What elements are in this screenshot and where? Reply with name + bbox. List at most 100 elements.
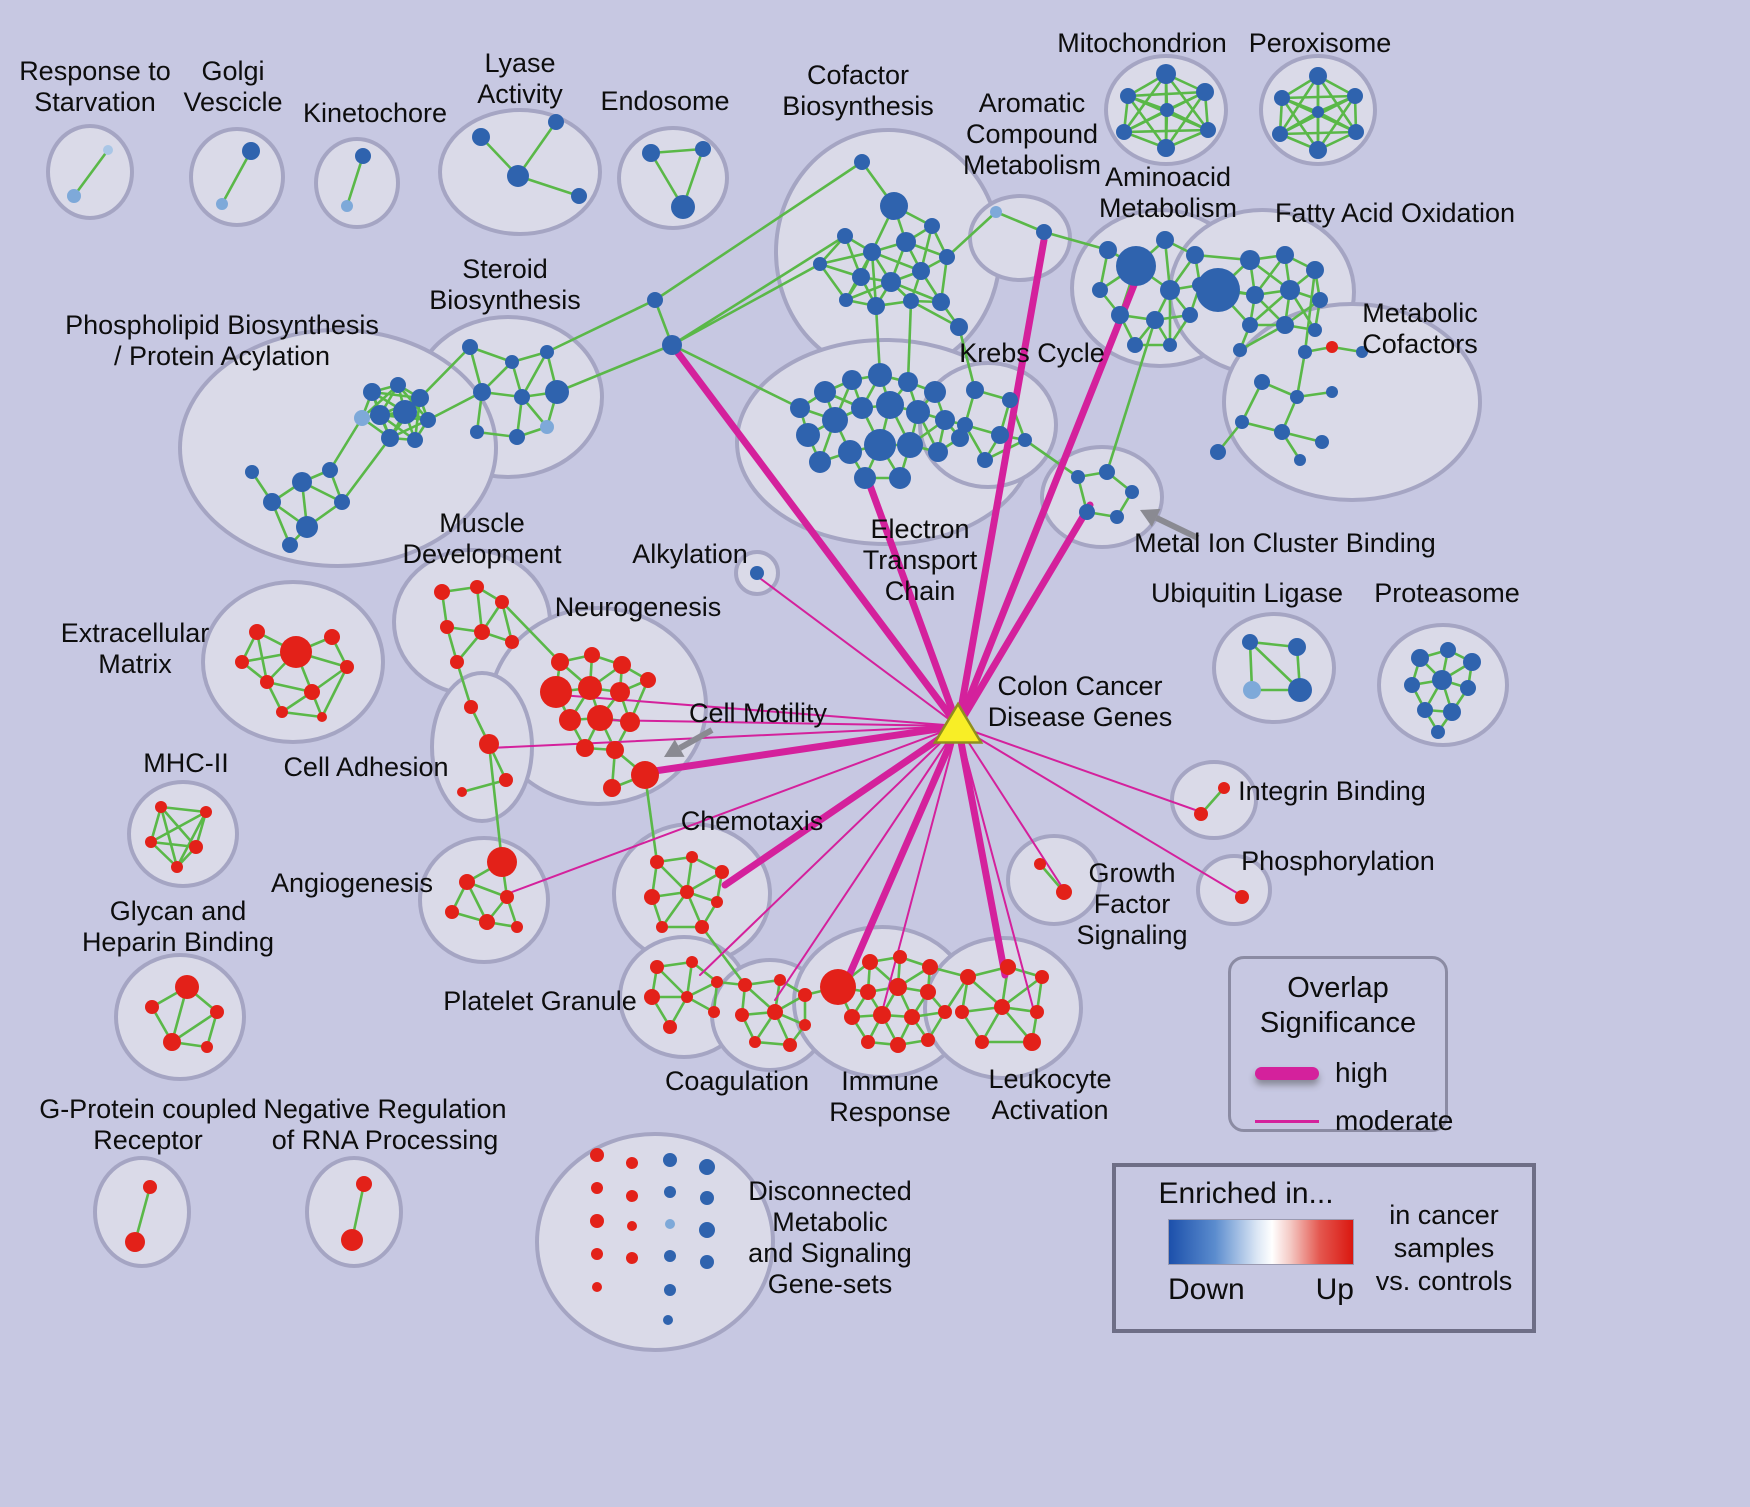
gene-set-node: [665, 1219, 675, 1229]
gene-set-node: [1018, 433, 1032, 447]
cluster-label-kinetochore: Kinetochore: [303, 98, 447, 128]
gene-set-node: [822, 407, 848, 433]
gene-set-node: [462, 339, 478, 355]
gene-set-node: [1274, 90, 1290, 106]
gene-set-node: [700, 1255, 714, 1269]
gene-set-node: [663, 1020, 677, 1034]
gene-set-node: [1071, 470, 1085, 484]
cluster-label-fatty-acid-oxidation: Fatty Acid Oxidation: [1275, 198, 1515, 228]
inter-cluster-edge: [427, 390, 483, 422]
gene-set-node: [854, 467, 876, 489]
cluster-label-chemotaxis: Chemotaxis: [681, 806, 824, 836]
gene-set-edge: [1123, 108, 1168, 134]
gene-set-node: [334, 494, 350, 510]
gene-set-node: [642, 144, 660, 162]
gene-set-node: [1460, 680, 1476, 696]
gene-set-node: [1002, 392, 1018, 408]
inter-cluster-edge: [501, 601, 561, 663]
gene-set-node: [145, 836, 157, 848]
gene-set-node: [1079, 504, 1095, 520]
down-label: Down: [1168, 1273, 1245, 1306]
gene-set-node: [420, 412, 436, 428]
gene-set-node: [1196, 83, 1214, 101]
inter-cluster-edge: [1303, 269, 1317, 353]
gene-set-node: [1127, 337, 1143, 353]
gene-set-node: [363, 383, 381, 401]
gene-set-node: [1356, 346, 1368, 358]
gene-set-node: [1312, 106, 1324, 118]
gene-set-node: [844, 1009, 860, 1025]
gene-set-node: [1235, 890, 1249, 904]
gene-set-node: [1156, 64, 1176, 84]
gene-set-node: [1116, 246, 1156, 286]
cluster-ellipse-krebs-cycle: [918, 361, 1058, 489]
gene-set-edge: [910, 299, 960, 329]
gene-set-node: [1347, 88, 1363, 104]
gene-set-node: [603, 779, 621, 797]
gene-set-node: [1417, 702, 1433, 718]
significance-link-moderate: [599, 719, 959, 727]
gene-set-node: [1160, 103, 1174, 117]
gene-set-node: [681, 991, 693, 1003]
cluster-label-phosphorylation: Phosphorylation: [1241, 846, 1435, 876]
gene-set-edge: [461, 778, 507, 794]
gene-set-node: [876, 391, 904, 419]
cluster-ellipse-metabolic-cofactors: [1222, 302, 1482, 502]
gene-set-node: [1186, 246, 1204, 264]
gene-set-node: [921, 1033, 935, 1047]
gene-set-node: [1035, 970, 1049, 984]
gene-set-node: [839, 293, 853, 307]
colon-cancer-hub-node: [932, 701, 984, 744]
gene-set-node: [280, 636, 312, 668]
gene-set-node: [799, 1019, 811, 1031]
gene-set-node: [695, 920, 709, 934]
gene-set-node: [889, 467, 911, 489]
gene-set-node: [838, 440, 862, 464]
gene-set-node: [1242, 317, 1258, 333]
gene-set-node: [1056, 884, 1072, 900]
gene-set-node: [626, 1157, 638, 1169]
gene-set-node: [457, 787, 467, 797]
gene-set-node: [590, 1214, 604, 1228]
cluster-label-peroxisome: Peroxisome: [1249, 28, 1392, 58]
gene-set-node: [686, 851, 698, 863]
gene-set-edge: [171, 1010, 218, 1044]
significance-link-moderate: [559, 694, 959, 727]
gene-set-node: [200, 806, 212, 818]
gene-set-node: [324, 629, 340, 645]
gene-set-node: [880, 192, 908, 220]
inter-cluster-edge: [556, 343, 673, 394]
cluster-label-phospholipid-biosynthesis-protein-acylation: Phospholipid Biosynthesis/ Protein Acyla…: [65, 310, 379, 371]
gene-set-node: [1411, 649, 1429, 667]
gene-set-node: [1276, 246, 1294, 264]
gene-set-node: [864, 429, 896, 461]
gene-set-node: [590, 1148, 604, 1162]
gene-set-node: [505, 635, 519, 649]
gene-set-node: [341, 200, 353, 212]
gene-set-node: [459, 874, 475, 890]
gene-set-node: [1326, 341, 1338, 353]
gene-set-node: [663, 1153, 677, 1167]
gene-set-node: [472, 128, 490, 146]
significance-link-high: [954, 276, 1140, 730]
gene-set-node: [1146, 311, 1164, 329]
gene-set-node: [1290, 390, 1304, 404]
gene-set-node: [356, 1176, 372, 1192]
bridge-node: [662, 335, 682, 355]
gene-set-node: [354, 410, 370, 426]
significance-link-moderate: [957, 725, 1065, 891]
enrichment-caption: in cancer samples vs. controls: [1375, 1199, 1513, 1296]
gene-set-node: [591, 1248, 603, 1260]
gene-set-node: [507, 165, 529, 187]
gene-set-node: [738, 978, 752, 992]
gene-set-node: [939, 249, 955, 265]
gene-set-node: [189, 840, 203, 854]
gene-set-edge: [1127, 90, 1206, 98]
gene-set-node: [750, 566, 764, 580]
gene-set-node: [644, 889, 660, 905]
gene-set-node: [341, 1229, 363, 1251]
